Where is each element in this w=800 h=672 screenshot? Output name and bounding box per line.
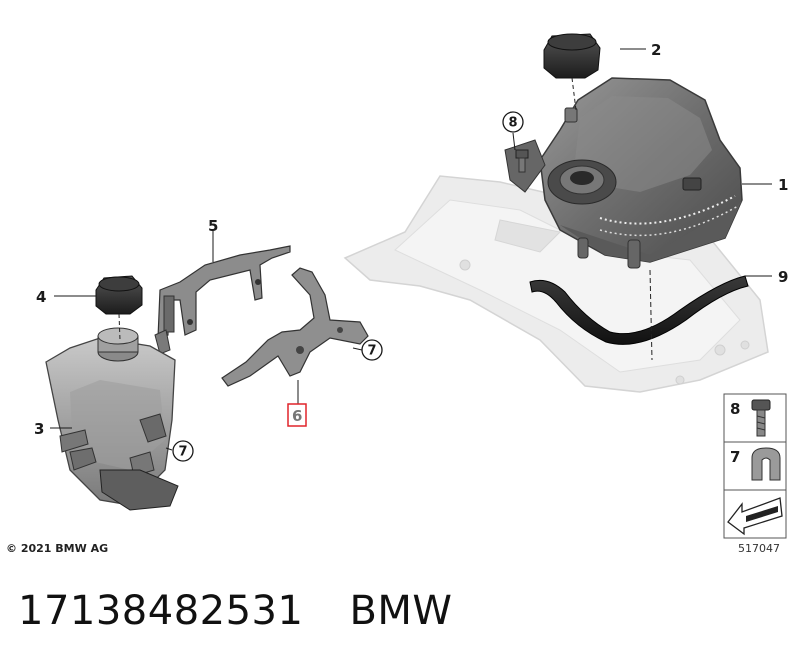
leader-line-tank-hose xyxy=(649,269,653,361)
callout-8-circle: 8 xyxy=(502,111,524,133)
expansion-tank-small xyxy=(45,327,179,511)
direction-arrow-icon xyxy=(727,497,783,536)
callout-2: 2 xyxy=(651,41,661,59)
callout-4: 4 xyxy=(36,288,46,306)
bracket-5 xyxy=(154,245,291,355)
part-number: 17138482531 xyxy=(18,588,304,634)
callout-6: 6 xyxy=(292,407,302,425)
callout-7a: 7 xyxy=(368,344,377,359)
legend-box: 8 7 xyxy=(723,393,787,539)
callout-1: 1 xyxy=(778,176,788,194)
tank-cap-2 xyxy=(543,33,601,111)
callout-3: 3 xyxy=(34,420,44,438)
legend-label-8: 8 xyxy=(730,400,740,418)
part-number-line: 17138482531 BMW xyxy=(18,588,452,634)
callout-9: 9 xyxy=(778,268,788,286)
brand-name: BMW xyxy=(349,588,453,634)
clip-icon xyxy=(751,447,781,481)
callout-8: 8 xyxy=(509,116,518,131)
callout-7a-circle: 7 xyxy=(361,339,383,361)
callout-6-highlight: 6 xyxy=(287,403,307,427)
diagram-id: 517047 xyxy=(738,542,780,555)
legend-label-7: 7 xyxy=(730,448,740,466)
tank-cap-4 xyxy=(95,275,143,341)
copyright-text: © 2021 BMW AG xyxy=(6,542,109,555)
callout-5: 5 xyxy=(208,217,218,235)
leader-lines xyxy=(50,48,772,451)
screw-icon xyxy=(751,399,771,437)
hose-9 xyxy=(529,275,749,345)
bracket-6 xyxy=(221,267,369,387)
callout-7b: 7 xyxy=(179,445,188,460)
expansion-tank-main xyxy=(504,77,743,269)
callout-7b-circle: 7 xyxy=(172,440,194,462)
screw-on-tank xyxy=(515,149,529,173)
